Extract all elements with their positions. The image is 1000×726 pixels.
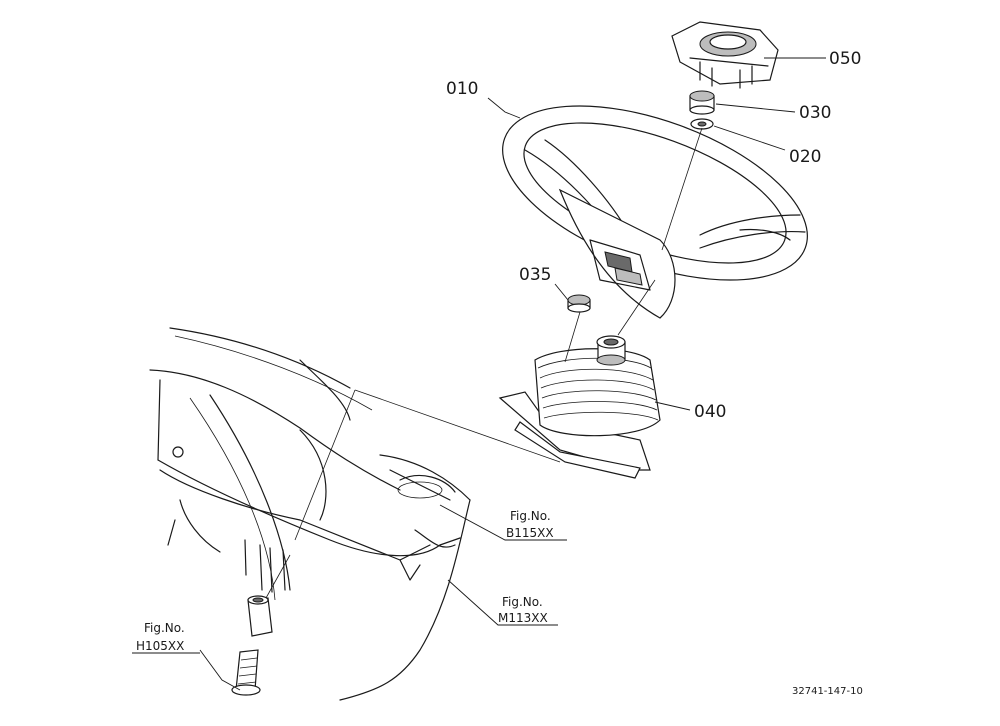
ref-h105-code: H105XX [136, 639, 184, 653]
label-part-040: 040 [694, 402, 726, 422]
ref-m113-code: M113XX [498, 611, 548, 625]
label-part-050: 050 [829, 49, 861, 69]
cap [567, 294, 591, 313]
label-part-020: 020 [789, 147, 821, 167]
steering-wheel [502, 105, 808, 319]
center-cap [671, 21, 779, 89]
label-part-035: 035 [519, 265, 551, 285]
steering-shaft [231, 595, 273, 696]
ref-b115-code: B115XX [506, 526, 554, 540]
ref-m113-title: Fig.No. [502, 595, 543, 609]
dashboard-outline [149, 327, 471, 701]
ref-b115-title: Fig.No. [510, 509, 551, 523]
diagram-code: 32741-147-10 [792, 686, 863, 697]
ref-h105-title: Fig.No. [144, 621, 185, 635]
assembly-axis [265, 127, 703, 599]
label-part-010: 010 [446, 79, 478, 99]
washer [690, 118, 714, 130]
leader-lines [132, 57, 826, 691]
nut [689, 90, 715, 115]
label-part-030: 030 [799, 103, 831, 123]
column-boot [498, 335, 661, 479]
